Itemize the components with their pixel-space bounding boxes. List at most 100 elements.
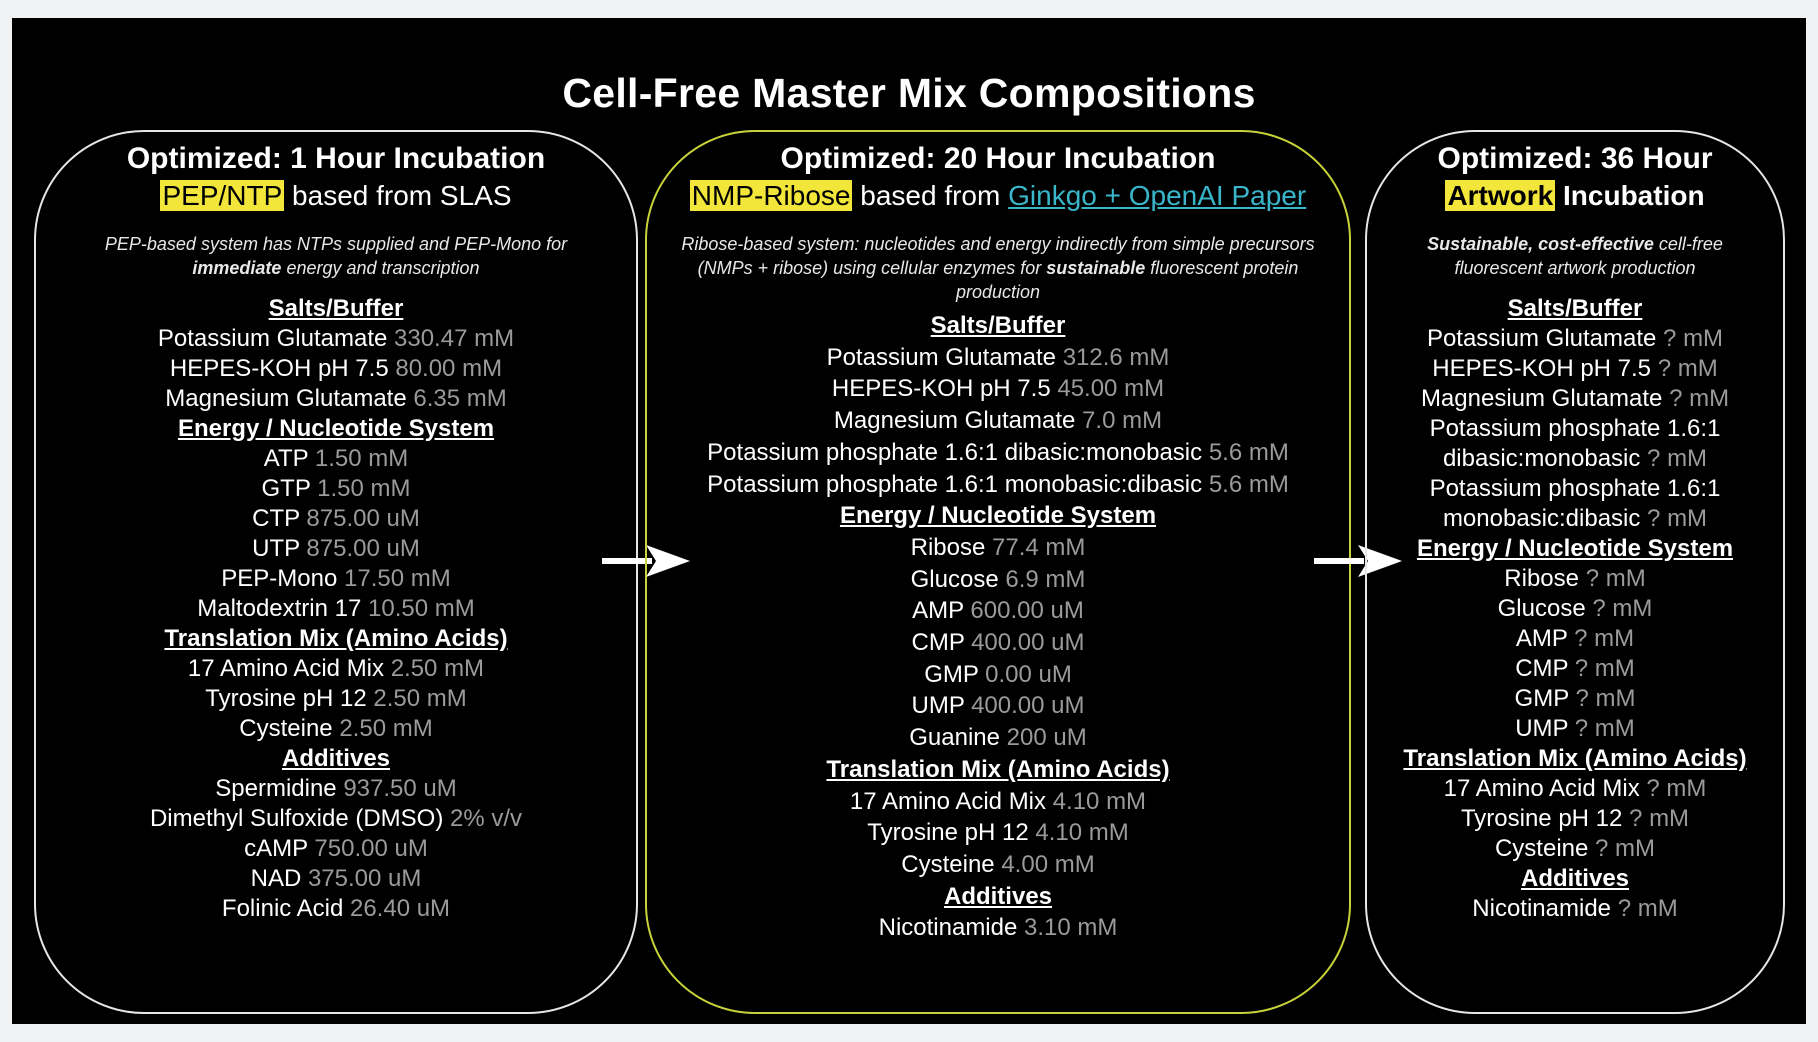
panel-description: PEP-based system has NTPs supplied and P…: [66, 232, 606, 280]
ingredient-name: NAD: [250, 865, 302, 892]
ingredient-name: Nicotinamide: [878, 914, 1018, 942]
ingredient-value: ? mM: [1669, 385, 1730, 412]
ingredient-row: Glucose 6.9 mM: [647, 564, 1349, 596]
ingredient-row: CTP 875.00 uM: [36, 504, 636, 534]
highlight-label: PEP/NTP: [160, 180, 285, 211]
ingredient-row: HEPES-KOH pH 7.5 45.00 mM: [647, 373, 1349, 405]
section-title: Translation Mix (Amino Acids): [1403, 745, 1747, 772]
paper-link[interactable]: Ginkgo + OpenAI Paper: [1008, 180, 1307, 211]
ingredient-value: 1.50 mM: [314, 445, 409, 472]
ingredient-row: UMP 400.00 uM: [647, 690, 1349, 722]
panel-title: Optimized: 36 Hour: [1437, 142, 1713, 175]
ingredient-row: Ribose 77.4 mM: [647, 532, 1349, 564]
ingredient-name: Dimethyl Sulfoxide (DMSO): [149, 805, 444, 832]
ingredient-row: Potassium phosphate 1.6:1 dibasic:monoba…: [647, 437, 1349, 469]
ingredient-name: Potassium phosphate 1.6:1 dibasic:monoba…: [707, 438, 1203, 466]
section-title: Additives: [1520, 865, 1630, 892]
ingredient-name: Tyrosine pH 12: [205, 685, 367, 712]
subtitle-text: Incubation: [1555, 180, 1705, 211]
ingredient-value: ? mM: [1575, 685, 1636, 712]
right-arrow-icon: [1314, 545, 1402, 577]
ingredient-row: NAD 375.00 uM: [36, 864, 636, 894]
ingredient-value: 400.00 uM: [971, 692, 1085, 720]
ingredient-value: ? mM: [1585, 565, 1646, 592]
ingredient-row: Cysteine ? mM: [1367, 834, 1783, 864]
ingredient-row: 17 Amino Acid Mix 4.10 mM: [647, 786, 1349, 818]
ingredient-row: Nicotinamide ? mM: [1367, 894, 1783, 924]
subtitle-text: based from: [852, 180, 1009, 211]
ingredient-value: 45.00 mM: [1057, 375, 1165, 403]
ingredient-row: Magnesium Glutamate ? mM: [1367, 384, 1783, 414]
ingredient-value: 2.50 mM: [390, 655, 485, 682]
ingredient-value: 10.50 mM: [368, 595, 475, 622]
ingredient-value: ? mM: [1647, 445, 1708, 472]
ingredient-row: GMP 0.00 uM: [647, 659, 1349, 691]
section-title: Energy / Nucleotide System: [177, 415, 495, 442]
ingredient-name: Guanine: [909, 724, 1000, 752]
ingredient-value: 5.6 mM: [1208, 470, 1289, 498]
ingredient-name: PEP-Mono: [221, 565, 338, 592]
description-text: sustainable: [1046, 258, 1146, 278]
description-text: energy and transcription: [281, 258, 480, 278]
ingredient-value: ? mM: [1574, 655, 1635, 682]
ingredient-value: 750.00 uM: [314, 835, 428, 862]
panel-20-hour: Optimized: 20 Hour Incubation NMP-Ribose…: [645, 130, 1351, 1014]
ingredient-value: 80.00 mM: [395, 355, 503, 382]
ingredient-name: Potassium Glutamate: [826, 343, 1057, 371]
ingredient-value: ? mM: [1629, 805, 1690, 832]
ingredient-row: Potassium phosphate 1.6:1 monobasic:diba…: [647, 469, 1349, 501]
ingredient-row: Potassium Glutamate 330.47 mM: [36, 324, 636, 354]
description-text: Ribose-based system: nucleotides and ene…: [681, 234, 1315, 278]
ingredient-name: Maltodextrin 17: [197, 595, 362, 622]
ingredient-value: 1.50 mM: [317, 475, 411, 502]
ingredient-name: UMP: [911, 692, 965, 720]
ingredient-value: ? mM: [1647, 505, 1708, 532]
ingredient-value: 4.00 mM: [1001, 850, 1095, 878]
ingredient-name: Magnesium Glutamate: [833, 407, 1076, 435]
ingredient-value: 3.10 mM: [1024, 914, 1118, 942]
ingredient-name: HEPES-KOH pH 7.5: [1432, 355, 1652, 382]
ingredient-name: Magnesium Glutamate: [165, 385, 407, 412]
section-title: Energy / Nucleotide System: [839, 502, 1157, 530]
ingredient-name: Glucose: [1497, 595, 1586, 622]
subtitle-text: based from SLAS: [284, 180, 512, 211]
ingredient-row: PEP-Mono 17.50 mM: [36, 564, 636, 594]
ingredient-value: ? mM: [1663, 325, 1724, 352]
ingredient-value: 600.00 uM: [970, 597, 1084, 625]
ingredient-row: Maltodextrin 17 10.50 mM: [36, 594, 636, 624]
description-text: immediate: [192, 258, 282, 278]
section-title: Salts/Buffer: [268, 295, 404, 322]
ingredient-row: Magnesium Glutamate 7.0 mM: [647, 405, 1349, 437]
ingredient-name: Potassium Glutamate: [1426, 325, 1657, 352]
ingredient-row: 17 Amino Acid Mix 2.50 mM: [36, 654, 636, 684]
ingredient-row: GMP ? mM: [1367, 684, 1783, 714]
ingredient-value: 17.50 mM: [344, 565, 451, 592]
slide-title: Cell-Free Master Mix Compositions: [562, 70, 1256, 116]
ingredient-value: ? mM: [1595, 835, 1656, 862]
ingredient-value: ? mM: [1592, 595, 1653, 622]
ingredient-value: ? mM: [1617, 895, 1678, 922]
ingredient-name: Cysteine: [239, 715, 333, 742]
ingredient-value: 875.00 uM: [306, 535, 420, 562]
ingredient-row: AMP ? mM: [1367, 624, 1783, 654]
ingredient-value: 26.40 uM: [349, 895, 451, 922]
ingredient-name: UTP: [252, 535, 300, 562]
ingredient-row: HEPES-KOH pH 7.5 80.00 mM: [36, 354, 636, 384]
ingredient-value: ? mM: [1646, 775, 1707, 802]
ingredient-row: Tyrosine pH 12 ? mM: [1367, 804, 1783, 834]
ingredient-row: 17 Amino Acid Mix ? mM: [1367, 774, 1783, 804]
ingredient-name: Spermidine: [215, 775, 337, 802]
ingredient-name: CTP: [252, 505, 300, 532]
highlight-label: NMP-Ribose: [689, 180, 853, 211]
highlight-label: Artwork: [1445, 180, 1556, 211]
ingredient-name: Nicotinamide: [1472, 895, 1612, 922]
ingredient-name: Tyrosine pH 12: [867, 819, 1029, 847]
ingredient-value: 937.50 uM: [343, 775, 457, 802]
panel-title: Optimized: 20 Hour Incubation: [780, 142, 1216, 175]
ingredient-row: Cysteine 2.50 mM: [36, 714, 636, 744]
panel-description: Ribose-based system: nucleotides and ene…: [678, 232, 1318, 304]
ingredient-name: CMP: [911, 629, 965, 657]
